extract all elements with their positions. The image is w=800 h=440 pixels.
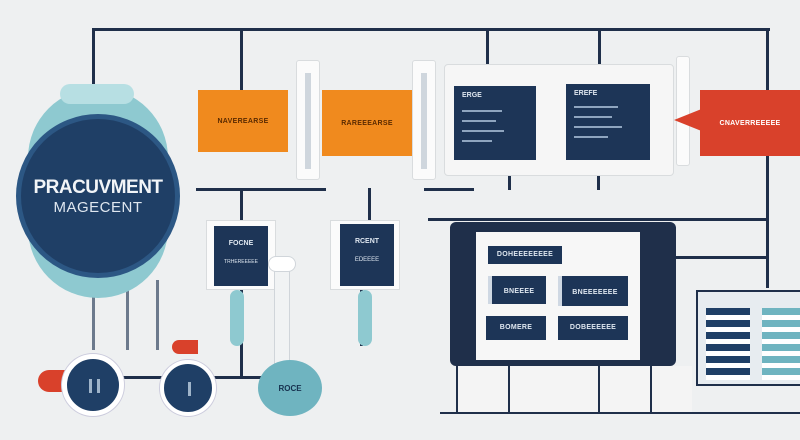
base-cabinet-divider [508,366,510,412]
drop-line-1 [240,28,243,90]
right-table-col-2 [762,308,800,380]
panel-rack-base [508,176,600,190]
bottom-circle-2-mark [188,382,191,396]
base-cabinet [456,366,692,412]
monitor-button-1-label: BNEEEE [503,288,535,295]
right-connector-line [428,218,768,221]
monitor-button-4-label: DOBEEEEEE [569,324,617,331]
hub-teal-cap [60,84,134,104]
left-drop-line [92,28,95,88]
card-2[interactable]: RCENT EDEEEE [340,224,394,286]
card-1-title: FOCNE [228,240,254,247]
navy-panel-2-title: EREFE [574,90,598,97]
navy-panel-2-line [574,136,608,138]
bottom-circle-1[interactable] [62,354,124,416]
hub-circle[interactable]: PRACUVMENT MAGECENT [16,114,180,278]
navy-panel-2[interactable]: EREFE [566,84,650,160]
navy-panel-1[interactable]: ERGE [454,86,536,160]
drop-to-card-2 [368,188,371,224]
red-tag-label: CNAVERREEEEE [719,119,781,127]
orange-box-1-label: NAVEREARSE [217,117,269,125]
support-bar-3 [156,280,159,350]
navy-panel-2-line [574,106,618,108]
card-1[interactable]: FOCNE TRHEREEEEE [214,226,268,286]
monitor-header-label: DOHEEEEEEEE [496,251,554,258]
card-2-title: RCENT [354,238,380,245]
hub-title-line-1: PRACUVMENT [33,176,163,198]
floor-line [440,412,800,414]
monitor-header[interactable]: DOHEEEEEEEE [488,246,562,264]
monitor-right-line [676,256,766,259]
navy-panel-1-line [462,140,492,142]
hub-title-line-2: MAGECENT [53,198,143,216]
drop-line-3 [598,28,601,80]
valve-knob [268,256,296,272]
bottom-circle-1-mark [97,379,100,393]
monitor-button-1[interactable]: BNEEEE [488,276,546,304]
orange-box-1[interactable]: NAVEREARSE [198,90,288,152]
bottom-circle-1-mark [89,379,92,393]
bottom-circle-3[interactable]: ROCE [258,360,322,416]
base-cabinet-divider [650,366,652,412]
monitor-button-4[interactable]: DOBEEEEEE [558,316,628,340]
navy-panel-1-line [462,130,504,132]
monitor-button-3-label: BOMERE [499,324,533,331]
navy-panel-1-line [462,110,502,112]
monitor-button-2-label: BNEEEEEEE [572,289,618,296]
teal-pipe-1 [230,290,244,346]
pillar-left [296,60,320,180]
support-bar-1 [92,280,95,350]
red-tag-arrow [674,108,704,132]
right-drop-line [766,28,769,288]
navy-panel-2-line [574,126,622,128]
base-cabinet-divider [598,366,600,412]
top-bus-line [92,28,770,31]
red-tag[interactable]: CNAVERREEEEE [700,90,800,156]
card-1-sub: TRHEREEEEE [224,259,258,265]
card-2-sub: EDEEEE [354,257,380,263]
teal-pipe-2 [358,290,372,346]
navy-panel-1-line [462,120,496,122]
pillar-right [412,60,436,180]
mid-bus-line-left [196,188,326,191]
navy-panel-2-line [574,116,612,118]
orange-box-2[interactable]: RAREEEARSE [322,90,412,156]
monitor-button-3[interactable]: BOMERE [486,316,546,340]
bottom-circle-2[interactable] [160,360,216,416]
support-bar-2 [126,280,129,350]
bottom-circle-3-label: ROCE [278,383,302,393]
drop-to-card-1 [240,188,243,224]
right-table-col-1 [706,308,750,380]
mid-bus-line-right [424,188,474,191]
pillar-right-slot [421,73,427,169]
red-wedge-left [38,370,68,392]
pillar-left-slot [305,73,311,169]
navy-panel-1-title: ERGE [462,92,482,99]
orange-box-2-label: RAREEEARSE [341,119,393,127]
red-wedge-mid [172,340,198,354]
drop-line-2 [486,28,489,80]
monitor-button-2[interactable]: BNEEEEEEE [558,276,628,306]
